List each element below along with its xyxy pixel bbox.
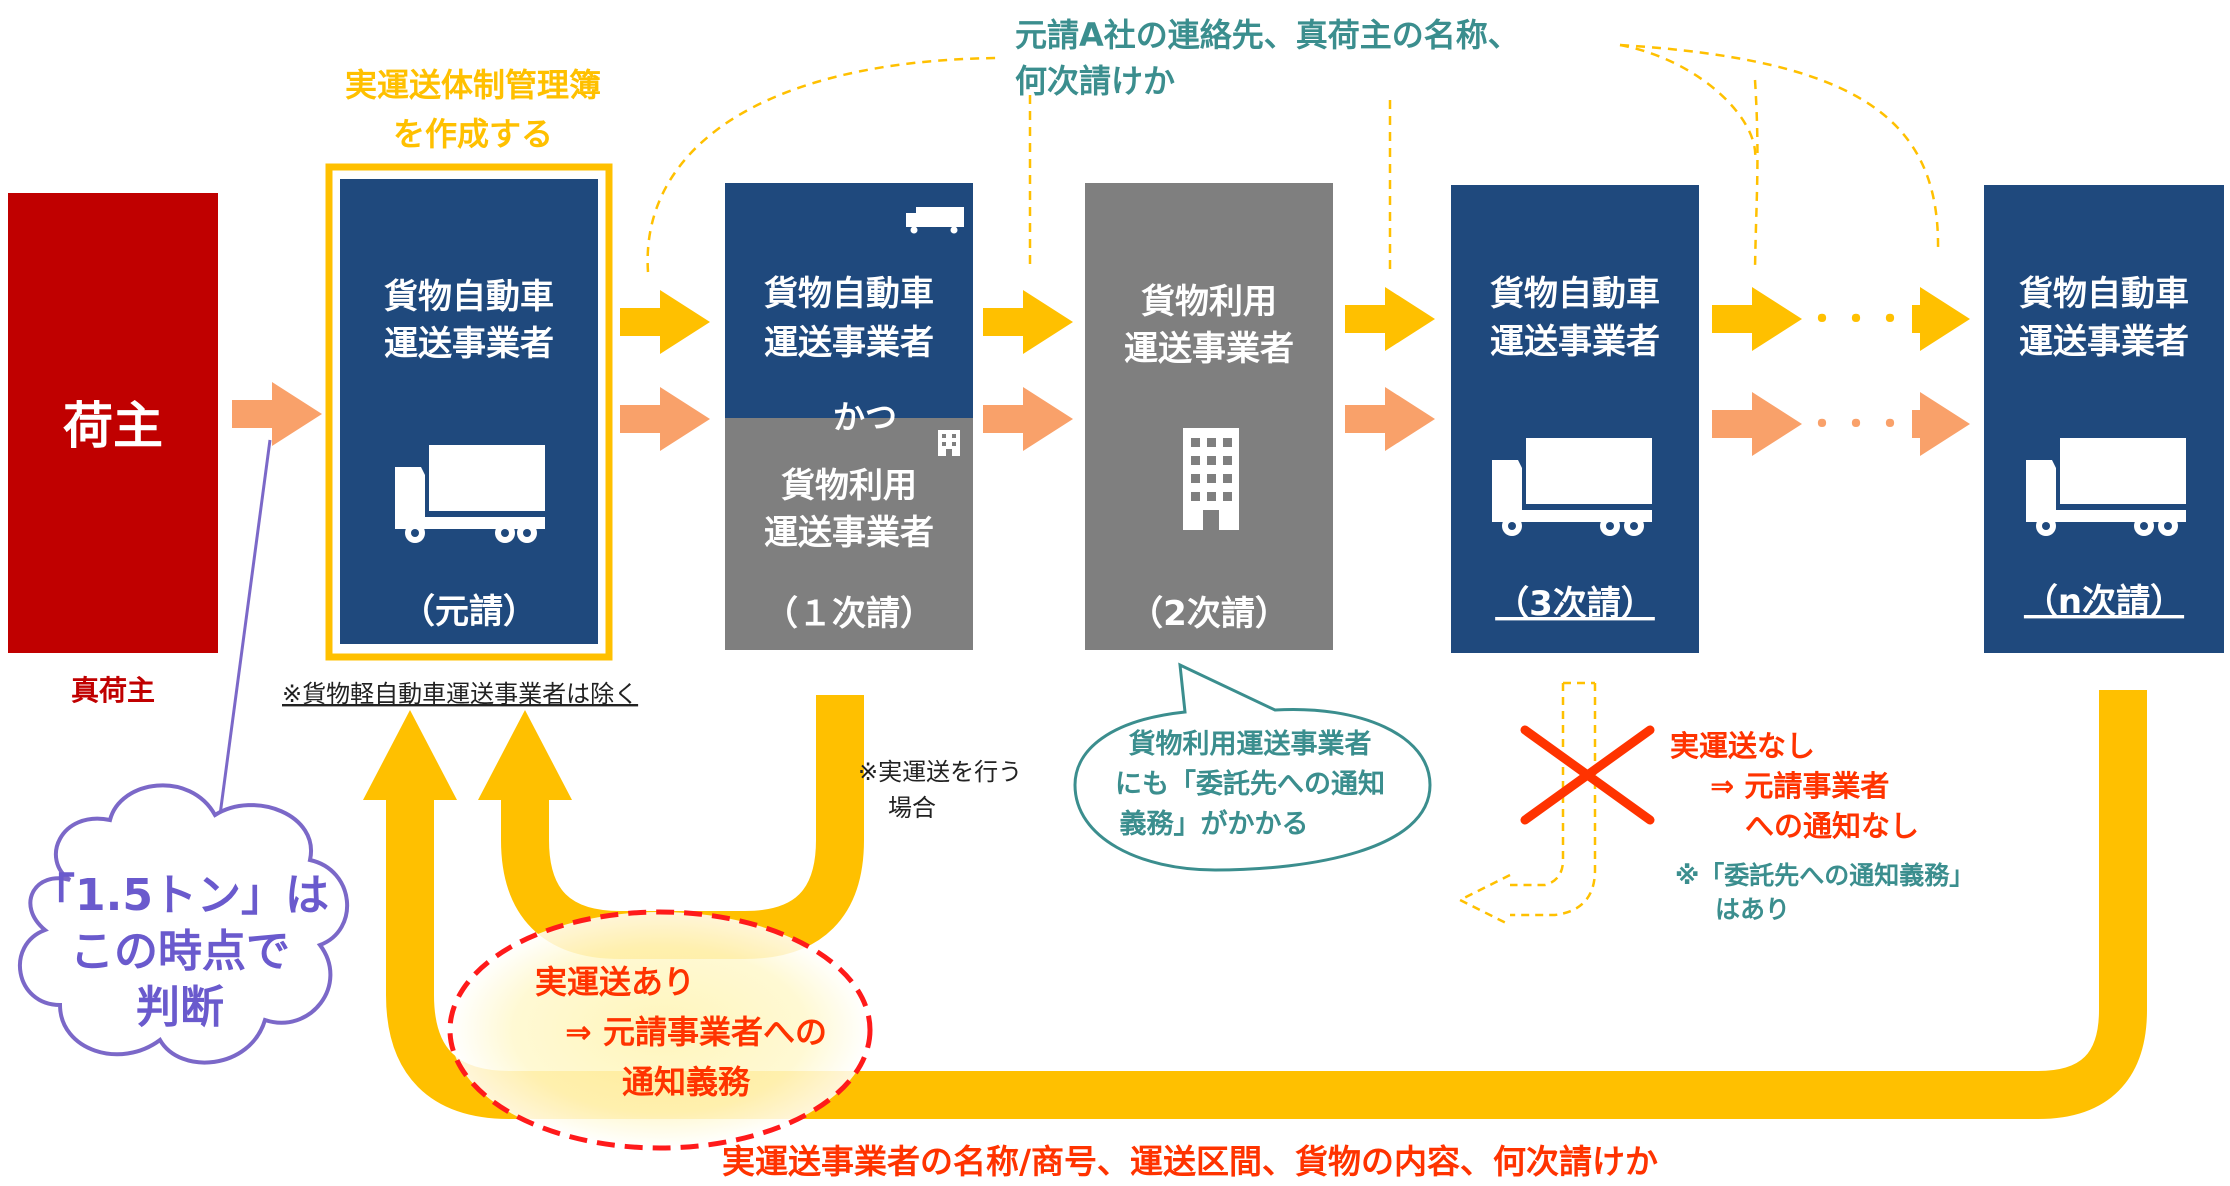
no-transport-line1: 実運送なし bbox=[1670, 729, 1815, 763]
top-notification-lines bbox=[646, 43, 1940, 273]
prime-contractor-box: 貨物自動車 運送事業者 （元請） bbox=[340, 179, 598, 644]
ellipsis-gold: ・・・ bbox=[1805, 300, 1907, 340]
with-transport-line2: ⇒ 元請事業者への bbox=[565, 1013, 827, 1051]
bubble-line1: 貨物利用運送事業者 bbox=[1129, 728, 1372, 760]
first-and: かつ bbox=[833, 398, 897, 436]
third-line1: 貨物自動車 bbox=[1490, 274, 1660, 314]
no-transport-line5: はあり bbox=[1715, 895, 1790, 924]
first-line1: 貨物自動車 bbox=[764, 274, 934, 314]
with-transport-line3: 通知義務 bbox=[622, 1063, 751, 1101]
notification-duty-oval bbox=[447, 909, 873, 1151]
first-subcontractor-box: 貨物自動車 運送事業者 かつ 貨物利用 運送事業者 （１次請） bbox=[725, 183, 973, 650]
bubble-line3: 義務」がかかる bbox=[1120, 808, 1309, 840]
second-subcontractor-box: 貨物利用 運送事業者 （2次請） bbox=[1085, 183, 1333, 650]
bottom-note: 実運送事業者の名称/商号、運送区間、貨物の内容、何次請けか bbox=[722, 1142, 1658, 1181]
cross-icon bbox=[1520, 725, 1655, 825]
second-line1: 貨物利用 bbox=[1141, 282, 1277, 322]
truck-icon bbox=[2026, 438, 2186, 536]
no-transport-line4: ※「委託先への通知義務」 bbox=[1675, 861, 1974, 890]
ledger-note-line1: 実運送体制管理簿 bbox=[345, 66, 601, 104]
third-line2: 運送事業者 bbox=[1490, 322, 1660, 362]
actual-transport-note-line1: ※実運送を行う bbox=[858, 758, 1022, 786]
first-tier: （１次請） bbox=[764, 594, 934, 634]
top-note-line1: 元請A社の連絡先、真荷主の名称、 bbox=[1015, 16, 1520, 54]
nth-line2: 運送事業者 bbox=[2019, 322, 2189, 362]
second-tier: （2次請） bbox=[1129, 594, 1289, 634]
ledger-highlight-frame bbox=[325, 163, 613, 661]
prime-line1: 貨物自動車 bbox=[384, 277, 554, 317]
truck-icon bbox=[395, 445, 545, 543]
nth-line1: 貨物自動車 bbox=[2019, 274, 2189, 314]
flow-arrows-orange bbox=[232, 382, 1970, 456]
shipper-box: 荷主 bbox=[8, 193, 218, 653]
shipper-label: 荷主 bbox=[63, 397, 163, 455]
cloud-line1: 「1.5トン」は bbox=[31, 870, 329, 921]
truck-icon bbox=[1492, 438, 1652, 536]
bubble-line2: にも「委託先への通知 bbox=[1115, 768, 1385, 800]
truck-icon bbox=[906, 207, 964, 234]
actual-transport-note-line2: 場合 bbox=[888, 794, 936, 822]
cloud-line2: この時点で bbox=[70, 926, 290, 977]
cloud-callout: 「1.5トン」は この時点で 判断 bbox=[18, 439, 350, 1065]
prime-tier: （元請） bbox=[401, 592, 537, 632]
third-tier: （3次請） bbox=[1495, 584, 1655, 624]
with-transport-line1: 実運送あり bbox=[535, 963, 695, 1001]
ledger-note-line2: を作成する bbox=[393, 115, 553, 153]
top-note-line2: 何次請けか bbox=[1015, 62, 1175, 100]
shipper-caption: 真荷主 bbox=[71, 674, 155, 707]
building-icon bbox=[938, 430, 960, 456]
first-line2: 運送事業者 bbox=[764, 323, 934, 363]
flow-arrows-gold bbox=[620, 287, 1970, 354]
ellipsis-orange: ・・・ bbox=[1805, 405, 1907, 445]
building-icon bbox=[1183, 428, 1239, 530]
no-transport-line2: ⇒ 元請事業者 bbox=[1710, 769, 1889, 803]
excluded-note: ※貨物軽自動車運送事業者は除く bbox=[282, 680, 638, 708]
first-line4: 運送事業者 bbox=[764, 513, 934, 553]
speech-bubble: 貨物利用運送事業者 にも「委託先への通知 義務」がかかる bbox=[1073, 662, 1432, 872]
nth-tier: （n次請） bbox=[2024, 582, 2184, 622]
prime-line2: 運送事業者 bbox=[384, 324, 554, 364]
nth-subcontractor-box: 貨物自動車 運送事業者 （n次請） bbox=[1984, 185, 2224, 653]
no-transport-line3: への通知なし bbox=[1745, 809, 1919, 843]
third-subcontractor-box: 貨物自動車 運送事業者 （3次請） bbox=[1451, 185, 1699, 653]
first-line3: 貨物利用 bbox=[781, 466, 917, 506]
return-arrow-first bbox=[478, 695, 864, 959]
no-transport-path bbox=[1457, 681, 1597, 927]
second-line2: 運送事業者 bbox=[1124, 329, 1294, 369]
cloud-line3: 判断 bbox=[136, 982, 224, 1033]
